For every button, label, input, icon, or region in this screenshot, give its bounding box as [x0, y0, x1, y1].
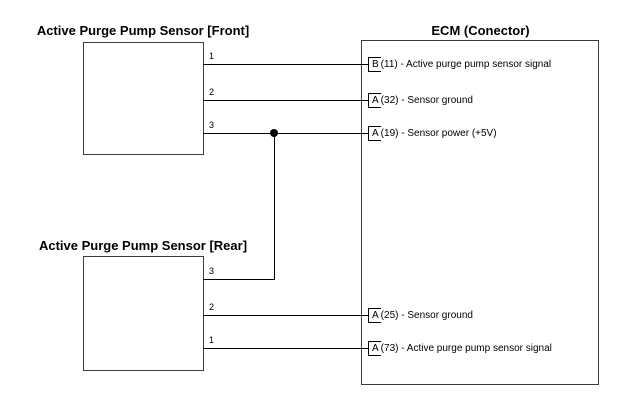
- ecm-pin-b11-description: (11) - Active purge pump sensor signal: [380, 58, 552, 70]
- front-pin1-label: 1: [209, 51, 215, 61]
- wire-rear-pin1: [203, 348, 369, 349]
- front-pin2-label: 2: [209, 87, 215, 97]
- ecm-pin-b11: B(11) - Active purge pump sensor signal: [368, 56, 551, 72]
- ecm-pin-a25: A(25) - Sensor ground: [368, 307, 473, 323]
- ecm-pin-a32: A(32) - Sensor ground: [368, 92, 473, 108]
- ecm-pin-a19-connector-marker: A: [368, 125, 381, 141]
- rear-pin3-label: 3: [209, 266, 215, 276]
- ecm-pin-a73-description: (73) - Active purge pump sensor signal: [380, 342, 552, 354]
- rear-pin2-label: 2: [209, 302, 215, 312]
- wire-front-pin1: [203, 64, 369, 65]
- junction-dot: [270, 129, 278, 137]
- front-sensor-box: [83, 42, 204, 155]
- wire-front-pin3: [203, 133, 369, 134]
- wire-rear-pin2: [203, 315, 369, 316]
- ecm-pin-a19: A(19) - Sensor power (+5V): [368, 125, 497, 141]
- wire-front-pin2: [203, 100, 369, 101]
- wire-branch-vertical: [274, 133, 275, 280]
- rear-pin1-label: 1: [209, 335, 215, 345]
- ecm-pin-a25-connector-marker: A: [368, 307, 381, 323]
- rear-sensor-title: Active Purge Pump Sensor [Rear]: [38, 238, 248, 253]
- ecm-pin-a73: A(73) - Active purge pump sensor signal: [368, 340, 552, 356]
- ecm-pin-a19-description: (19) - Sensor power (+5V): [380, 127, 497, 139]
- ecm-pin-a25-description: (25) - Sensor ground: [380, 309, 473, 321]
- ecm-pin-a73-connector-marker: A: [368, 340, 381, 356]
- ecm-pin-a32-description: (32) - Sensor ground: [380, 94, 473, 106]
- rear-sensor-box: [83, 256, 204, 371]
- ecm-pin-a32-connector-marker: A: [368, 92, 381, 108]
- ecm-pin-b11-connector-marker: B: [368, 56, 381, 72]
- ecm-title: ECM (Conector): [431, 23, 530, 38]
- front-pin3-label: 3: [209, 120, 215, 130]
- front-sensor-title: Active Purge Pump Sensor [Front]: [36, 23, 250, 38]
- wire-rear-pin3: [203, 279, 275, 280]
- ecm-box: [361, 40, 599, 385]
